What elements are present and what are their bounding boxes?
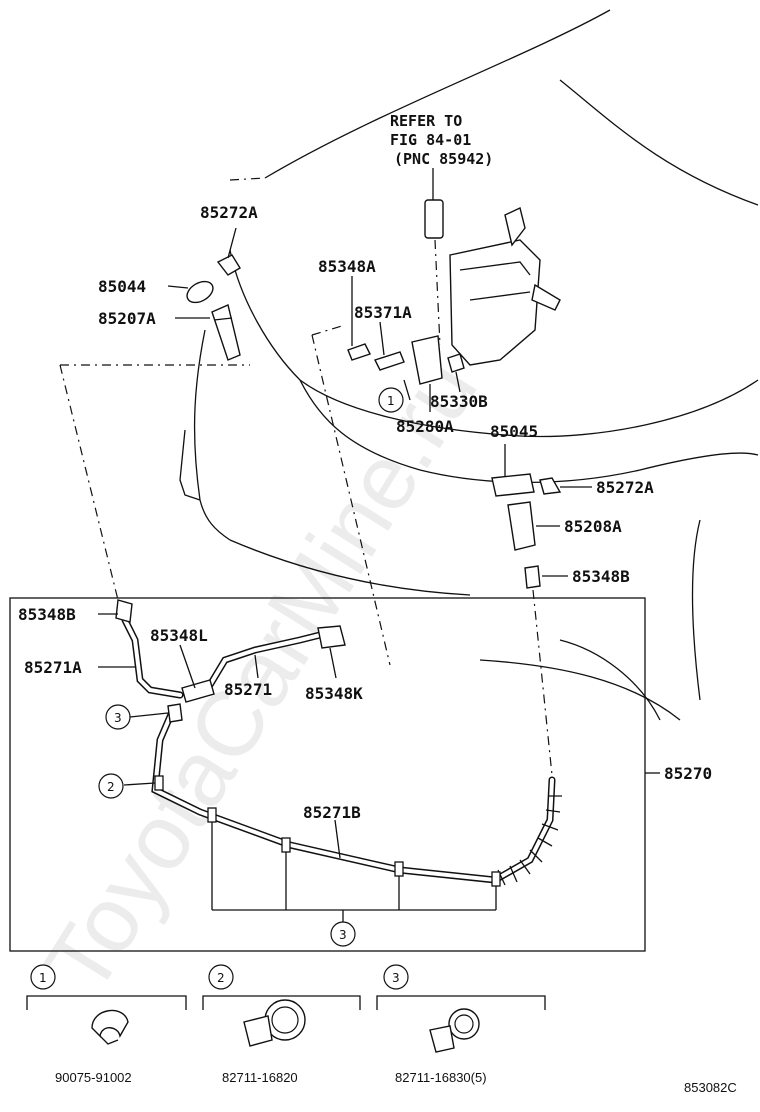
routing-lines xyxy=(59,177,553,776)
callout-3-top: 3 xyxy=(114,711,122,725)
label-85207A: 85207A xyxy=(98,309,156,328)
label-85270: 85270 xyxy=(664,764,712,783)
label-85348A: 85348A xyxy=(318,257,376,276)
right-nozzle-assembly xyxy=(491,444,592,589)
callouts: 1 2 3 3 xyxy=(98,387,404,947)
label-85348B-left: 85348B xyxy=(18,605,76,624)
legend-item-2-num: 2 xyxy=(217,971,225,985)
hose-assembly-box xyxy=(9,597,646,952)
label-85348K: 85348K xyxy=(305,684,363,703)
legend-item-1-part: 90075-91002 xyxy=(55,1070,132,1085)
callout-2: 2 xyxy=(107,780,115,794)
label-85348L: 85348L xyxy=(150,626,208,645)
label-85280A: 85280A xyxy=(396,417,454,436)
washer-tank xyxy=(449,207,561,366)
refer-note-line1: REFER TO xyxy=(390,112,462,130)
legend-item-2-part: 82711-16820 xyxy=(222,1070,298,1085)
label-85348B-right: 85348B xyxy=(572,567,630,586)
vehicle-body-outline xyxy=(179,9,759,721)
part-labels: 85272A 85044 85207A 85348A 85371A 85330B… xyxy=(18,203,712,822)
label-85272A-top: 85272A xyxy=(200,203,258,222)
figure-code: 853082C xyxy=(684,1080,737,1095)
left-nozzle-assembly xyxy=(167,227,241,361)
label-85271B: 85271B xyxy=(303,803,361,822)
refer-note-line3: (PNC 85942) xyxy=(394,150,493,168)
label-85272A-right: 85272A xyxy=(596,478,654,497)
label-85271: 85271 xyxy=(224,680,272,699)
legend-item-3: 3 82711-16830(5) xyxy=(376,964,546,1085)
callout-1: 1 xyxy=(387,394,395,408)
legend: 1 90075-91002 2 82711-16820 3 82711-1683… xyxy=(26,964,546,1085)
label-85208A: 85208A xyxy=(564,517,622,536)
refer-note-line2: FIG 84-01 xyxy=(390,131,471,149)
label-85271A: 85271A xyxy=(24,658,82,677)
label-85330B: 85330B xyxy=(430,392,488,411)
refer-note: REFER TO FIG 84-01 (PNC 85942) xyxy=(390,112,493,200)
washer-pump xyxy=(424,199,444,346)
legend-item-3-num: 3 xyxy=(392,971,400,985)
label-85045: 85045 xyxy=(490,422,538,441)
label-85044: 85044 xyxy=(98,277,146,296)
label-85371A: 85371A xyxy=(354,303,412,322)
legend-item-1: 1 90075-91002 xyxy=(26,964,187,1085)
center-connector-parts xyxy=(347,276,465,412)
hose-set xyxy=(98,599,562,922)
legend-item-3-part: 82711-16830(5) xyxy=(395,1070,487,1085)
legend-item-1-num: 1 xyxy=(39,971,47,985)
callout-3-bottom: 3 xyxy=(339,928,347,942)
legend-item-2: 2 82711-16820 xyxy=(202,964,361,1085)
